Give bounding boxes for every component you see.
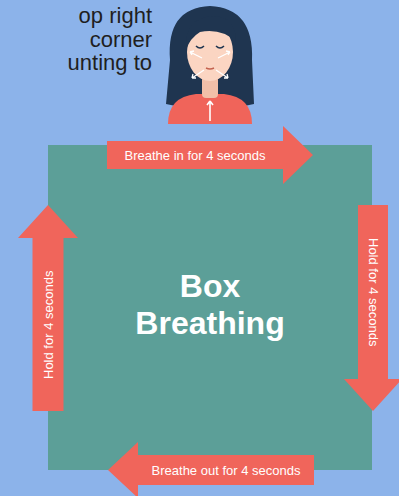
hair-bangs <box>186 16 236 50</box>
step-label: Hold for 4 seconds <box>358 205 388 379</box>
breath-arrows <box>190 51 230 121</box>
step-label: Breathe in for 4 seconds <box>107 141 283 169</box>
breath-arrow <box>216 70 228 78</box>
breath-arrow <box>207 101 213 121</box>
arrow-shape: Breathe in for 4 seconds <box>107 126 313 184</box>
breath-arrow <box>218 51 230 58</box>
arrow-shape: Hold for 4 seconds <box>18 205 78 411</box>
arrow-fill <box>108 442 314 496</box>
cropped-instruction-text: op right <box>0 4 152 28</box>
arrow-shape: Hold for 4 seconds <box>344 205 399 411</box>
arrow-fill <box>344 205 399 411</box>
shirt <box>168 94 252 124</box>
cropped-instruction-text: unting to <box>0 51 152 75</box>
arrow-fill <box>18 205 78 411</box>
breath-arrow <box>192 70 204 78</box>
arrow-shape: Breathe out for 4 seconds <box>108 442 314 496</box>
closed-eye <box>196 46 204 48</box>
process-box: Box Breathing <box>48 145 372 470</box>
hair-back <box>166 6 254 107</box>
breath-arrow <box>190 51 202 58</box>
arrow-fill <box>107 126 313 184</box>
cropped-instruction-text: corner <box>0 28 152 52</box>
box-title: Box Breathing <box>120 145 300 464</box>
step-label: Breathe out for 4 seconds <box>138 455 314 485</box>
mouth <box>206 68 214 69</box>
step-label: Hold for 4 seconds <box>33 238 64 411</box>
closed-eye <box>216 46 224 48</box>
